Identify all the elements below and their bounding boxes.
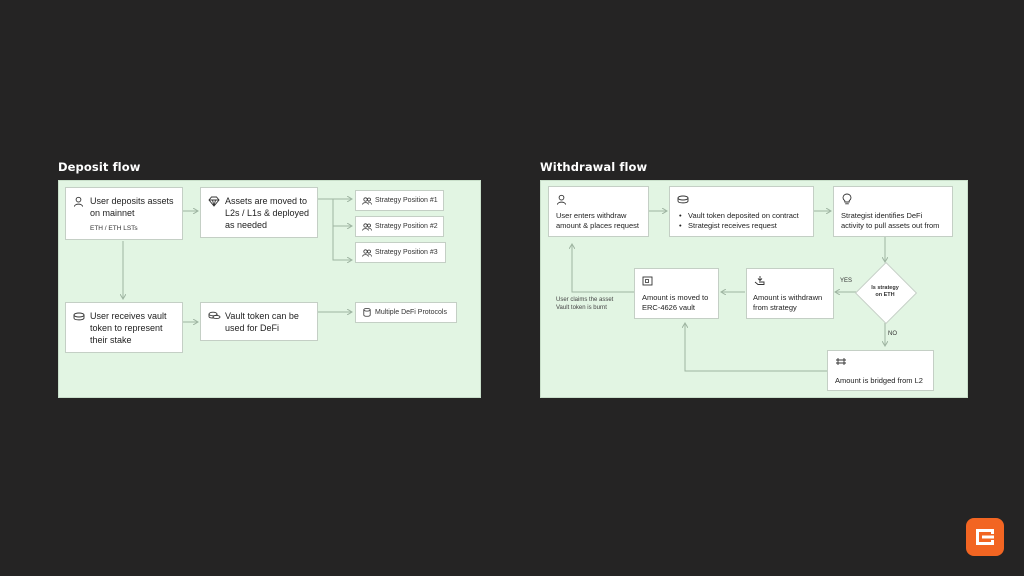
withdrawal-step1-line2: amount & places request xyxy=(556,221,639,230)
deposit-step4-line2: used for DeFi xyxy=(225,323,280,333)
withdrawal-step3-line2: activity to pull assets out from xyxy=(841,221,940,230)
withdrawal-step-strategist-identifies: Strategist identifies DeFi activity to p… xyxy=(833,186,953,237)
withdrawal-step3-line1: Strategist identifies DeFi xyxy=(841,211,923,220)
withdrawal-flow-title: Withdrawal flow xyxy=(540,160,648,174)
deposit-step1-line2: on mainnet xyxy=(90,208,135,218)
deposit-step4-line1: Vault token can be xyxy=(225,311,299,321)
deposit-step3-line2: token to represent xyxy=(90,323,163,333)
diamond-icon xyxy=(208,196,220,207)
withdrawal-step-bridged-from-l2: Amount is bridged from L2 xyxy=(827,350,934,391)
decision-yes-label: YES xyxy=(840,278,853,284)
strategy-position-3: Strategy Position #3 xyxy=(355,242,446,263)
lightbulb-icon xyxy=(842,193,852,205)
deposit-step2-line3: as needed xyxy=(225,220,268,230)
claim-note-line2: Vault token is burnt xyxy=(556,305,607,311)
deposit-step-user-receives-token: User receives vault token to represent t… xyxy=(65,302,183,353)
strategy-position-label: Strategy Position #2 xyxy=(375,223,438,230)
strategy-position-label: Strategy Position #1 xyxy=(375,197,438,204)
decision-line1: Is strategy xyxy=(871,285,899,291)
coin-stack-icon xyxy=(677,195,689,204)
withdrawal-step-amount-withdrawn: Amount is withdrawn from strategy xyxy=(746,268,834,319)
coin-stack-icon xyxy=(73,312,85,321)
withdrawal-step4-line1: Amount is withdrawn xyxy=(753,293,823,302)
claim-note-line1: User claims the asset xyxy=(556,297,614,303)
bridge-icon xyxy=(836,358,846,365)
deposit-step-assets-moved: Assets are moved to L2s / L1s & deployed… xyxy=(200,187,318,238)
withdrawal-step2-bullet2: Strategist receives request xyxy=(688,221,777,230)
vault-icon xyxy=(642,276,653,286)
strategy-position-label: Strategy Position #3 xyxy=(375,249,438,256)
withdraw-icon xyxy=(754,276,765,285)
deposit-step-vault-token-defi: Vault token can be used for DeFi xyxy=(200,302,318,341)
users-icon xyxy=(362,223,372,231)
withdrawal-step6-line1: Amount is bridged from L2 xyxy=(835,376,923,385)
withdrawal-step-user-request: User enters withdraw amount & places req… xyxy=(548,186,649,237)
withdrawal-step2-bullet-dot-1: • xyxy=(679,211,682,220)
deposit-step3-line1: User receives vault xyxy=(90,311,167,321)
withdrawal-step-moved-to-vault: Amount is moved to ERC-4626 vault xyxy=(634,268,719,319)
withdrawal-step2-bullet-dot-2: • xyxy=(679,221,682,230)
database-icon xyxy=(363,308,371,317)
brand-logo xyxy=(966,518,1004,556)
decision-line2: on ETH xyxy=(875,292,895,298)
users-icon xyxy=(362,249,372,257)
withdrawal-step4-line2: from strategy xyxy=(753,303,797,312)
decision-no-label: NO xyxy=(888,331,897,337)
deposit-step-user-deposits: User deposits assets on mainnet ETH / ET… xyxy=(65,187,183,240)
coins-icon xyxy=(208,311,221,320)
withdrawal-step5-line1: Amount is moved to xyxy=(642,293,709,302)
strategy-position-1: Strategy Position #1 xyxy=(355,190,444,211)
deposit-step2-line2: L2s / L1s & deployed xyxy=(225,208,310,218)
defi-protocols-label: Multiple DeFi Protocols xyxy=(375,309,447,316)
deposit-step3-line3: their stake xyxy=(90,335,132,345)
deposit-step1-sub: ETH / ETH LSTs xyxy=(90,225,138,232)
strategy-position-2: Strategy Position #2 xyxy=(355,216,444,237)
user-icon xyxy=(556,194,567,205)
logo-mark-icon xyxy=(976,529,994,545)
withdrawal-step1-line1: User enters withdraw xyxy=(556,211,627,220)
multiple-defi-protocols-box: Multiple DeFi Protocols xyxy=(355,302,457,323)
user-icon xyxy=(73,196,84,207)
withdrawal-step2-bullet1: Vault token deposited on contract xyxy=(688,211,799,220)
deposit-step2-line1: Assets are moved to xyxy=(225,196,308,206)
deposit-step1-line1: User deposits assets xyxy=(90,196,174,206)
withdrawal-step5-line2: ERC-4626 vault xyxy=(642,303,695,312)
users-icon xyxy=(362,197,372,205)
withdrawal-step-vault-token-deposited: • Vault token deposited on contract • St… xyxy=(669,186,814,237)
deposit-flow-title: Deposit flow xyxy=(58,160,141,174)
